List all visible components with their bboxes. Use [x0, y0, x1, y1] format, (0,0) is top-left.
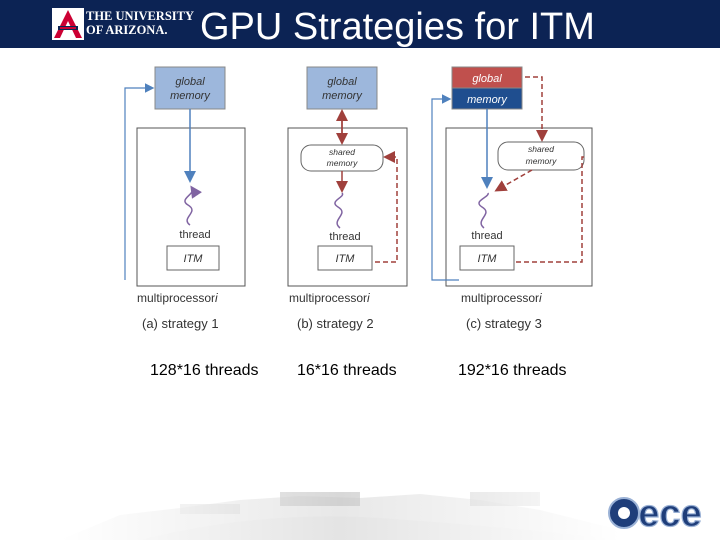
thread-count-c: 192*16 threads	[458, 362, 567, 380]
university-line-2: OF ARIZONA.	[86, 23, 194, 37]
ece-logo: ece	[608, 486, 716, 536]
itm-label-c: ITM	[478, 253, 498, 265]
strategy-caption-a: (a) strategy 1	[142, 316, 219, 331]
strategy-caption-b: (b) strategy 2	[297, 316, 374, 331]
university-line-1: THE UNIVERSITY	[86, 9, 194, 23]
global-memory-label-a-2: memory	[170, 90, 211, 102]
itm-label-a: ITM	[184, 253, 204, 265]
shared-memory-label-b-1: shared	[329, 147, 355, 157]
strategy-c: global memory shared memory thread ITM m…	[432, 67, 592, 331]
header-bar: THE UNIVERSITY OF ARIZONA. GPU Strategie…	[0, 0, 720, 48]
thread-label-c: thread	[471, 230, 502, 242]
global-memory-label-c-2: memory	[467, 94, 508, 106]
global-memory-label-b-2: memory	[322, 90, 363, 102]
global-memory-label-c-1: global	[472, 73, 502, 85]
strategy-a: global memory thread ITM multiprocessori…	[125, 67, 245, 331]
multiprocessor-label-b: multiprocessori	[289, 291, 370, 305]
shared-memory-label-c-1: shared	[528, 144, 554, 154]
global-memory-label-a-1: global	[175, 76, 205, 88]
thread-count-b: 16*16 threads	[297, 362, 397, 380]
shared-memory-label-b-2: memory	[327, 158, 358, 168]
slide-title: GPU Strategies for ITM	[200, 4, 595, 50]
strategy-caption-c: (c) strategy 3	[466, 316, 542, 331]
university-name: THE UNIVERSITY OF ARIZONA.	[86, 9, 194, 37]
global-memory-label-b-1: global	[327, 76, 357, 88]
shared-memory-label-c-2: memory	[526, 156, 557, 166]
gpu-strategies-diagram: global memory thread ITM multiprocessori…	[0, 48, 720, 348]
thread-label-b: thread	[329, 231, 360, 243]
thread-count-a: 128*16 threads	[150, 362, 259, 380]
global-memory-box-a	[155, 67, 225, 109]
itm-label-b: ITM	[336, 253, 356, 265]
strategy-b: global memory shared memory thread ITM m…	[288, 67, 407, 331]
svg-text:ece: ece	[638, 493, 701, 535]
campus-watermark-image	[60, 470, 620, 540]
global-memory-box-b	[307, 67, 377, 109]
multiprocessor-label-a: multiprocessori	[137, 291, 218, 305]
thread-label-a: thread	[179, 229, 210, 241]
multiprocessor-label-c: multiprocessori	[461, 291, 542, 305]
